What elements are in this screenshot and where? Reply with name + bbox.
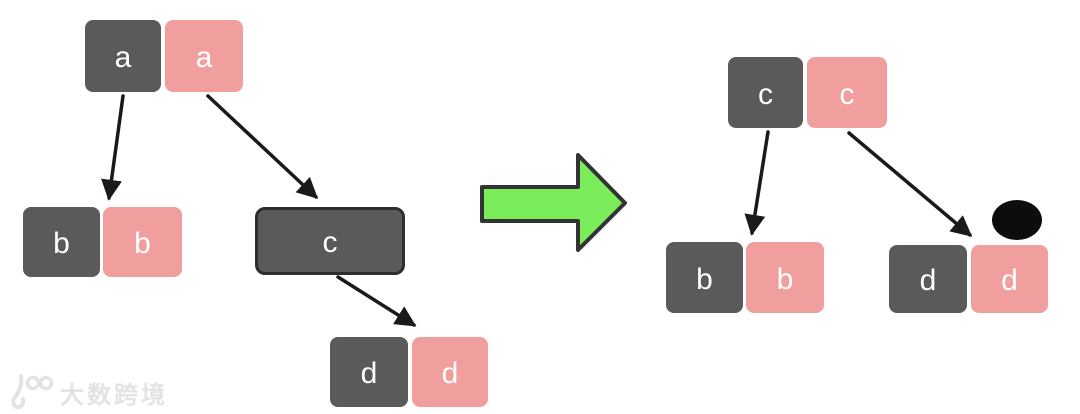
black-dot-marker xyxy=(992,200,1042,240)
edge-c-to-d xyxy=(336,275,417,327)
node-left-c-wide: c xyxy=(255,207,405,275)
node-left-b-dark: b xyxy=(23,207,100,277)
node-left-a-dark: a xyxy=(85,20,161,92)
node-left-a-pink: a xyxy=(165,20,243,92)
edge-c-to-d-right xyxy=(847,131,973,237)
node-right-d-dark: d xyxy=(889,245,967,313)
node-right-b-dark: b xyxy=(666,242,743,313)
watermark-text: 大数跨境 xyxy=(60,381,168,409)
edge-c-to-b-right xyxy=(744,130,770,236)
node-right-c-pink: c xyxy=(807,57,887,128)
node-right-d-pink: d xyxy=(971,245,1048,313)
node-left-b-pink: b xyxy=(103,207,182,277)
node-left-d-dark: d xyxy=(330,337,408,407)
edge-a-to-b xyxy=(101,94,125,201)
node-right-b-pink: b xyxy=(746,242,824,313)
node-left-d-pink: d xyxy=(412,337,488,407)
watermark: 大数跨境 xyxy=(8,372,168,412)
edge-a-to-c xyxy=(206,94,319,199)
node-right-c-dark: c xyxy=(728,57,803,128)
transform-arrow xyxy=(480,153,627,252)
watermark-100-logo xyxy=(11,374,54,410)
